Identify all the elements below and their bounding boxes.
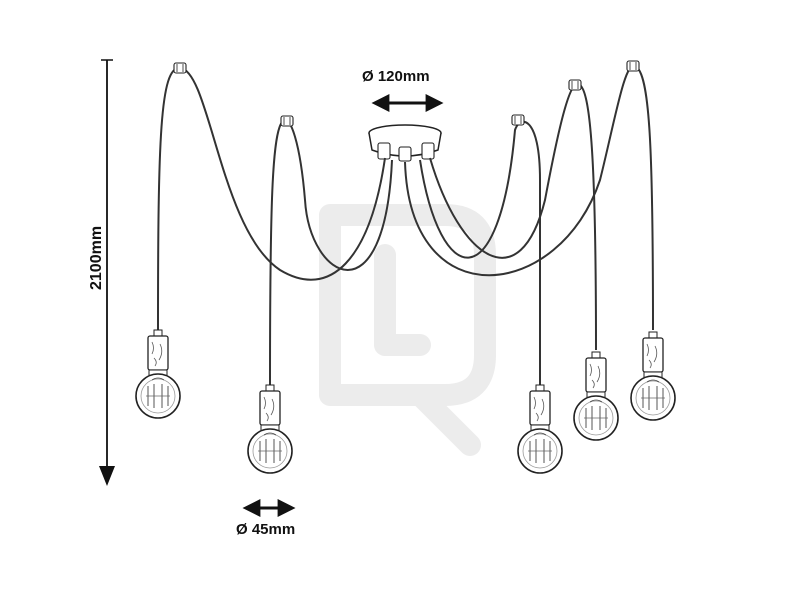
edison-bulb-icon [517, 384, 563, 474]
cables [157, 64, 654, 386]
bulb-diameter-label: Ø 45mm [236, 521, 296, 538]
edison-bulb-icon [573, 351, 619, 441]
edison-bulb-icon [630, 331, 676, 421]
edison-bulb-icon [135, 329, 181, 419]
height-dimension-line [99, 59, 115, 486]
edison-bulb-icon [247, 384, 293, 474]
ceiling-canopy [368, 124, 442, 162]
ceiling-diameter-label: Ø 120mm [362, 68, 430, 85]
logo-watermark-icon [319, 204, 496, 456]
total-height-label: 2100mm [88, 225, 105, 290]
